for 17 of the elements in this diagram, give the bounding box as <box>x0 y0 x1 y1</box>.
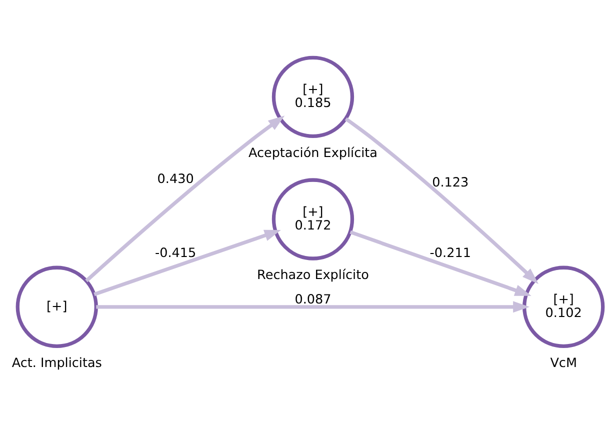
arrow <box>96 300 530 312</box>
node-label: Rechazo Explícito <box>257 268 369 283</box>
node-label: Act. Implicitas <box>12 355 102 370</box>
arrow <box>350 230 532 296</box>
edge-label: 0.123 <box>432 175 469 190</box>
node-label: VcM <box>550 355 577 370</box>
edge-label: 0.087 <box>294 292 332 307</box>
arrow <box>85 115 285 282</box>
arrow <box>344 116 538 284</box>
edge-label: -0.415 <box>154 245 196 260</box>
edge-label: 0.430 <box>157 171 194 186</box>
node-circle: [+] <box>16 265 98 348</box>
node-circle: [+] 0.172 <box>272 178 354 260</box>
edge-label: -0.211 <box>430 245 471 260</box>
arrow <box>94 229 281 296</box>
node-circle: [+] 0.185 <box>272 55 354 138</box>
node-label: Aceptación Explícita <box>248 145 378 160</box>
